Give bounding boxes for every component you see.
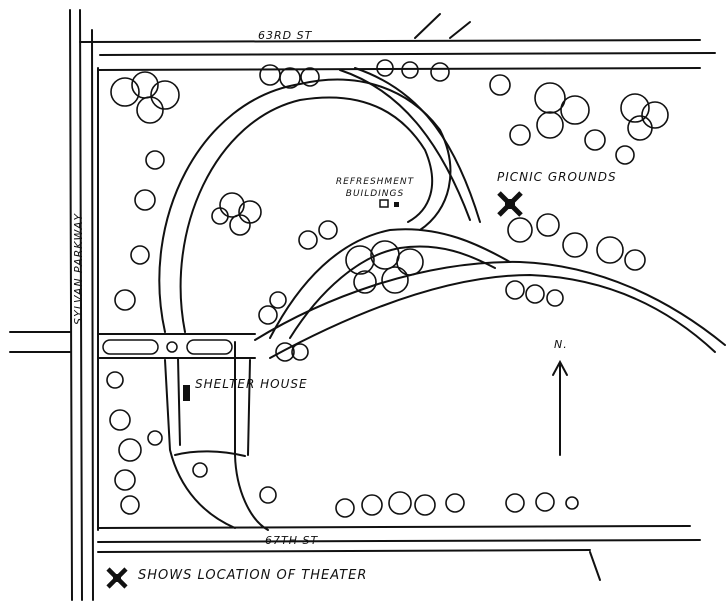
legend-text: SHOWS LOCATION OF THEATER xyxy=(138,568,368,583)
tree-cluster xyxy=(110,71,180,124)
street-parkway xyxy=(69,9,99,601)
tree-cluster xyxy=(489,74,590,139)
tree-cluster xyxy=(258,220,338,325)
tree-cluster xyxy=(505,280,564,307)
park-paths xyxy=(158,67,726,531)
tree-clusters xyxy=(106,59,669,518)
buildings xyxy=(183,199,399,401)
street-label-67th: 67TH ST xyxy=(265,534,319,547)
tree-cluster xyxy=(507,213,646,271)
tree-cluster xyxy=(345,240,424,294)
street-cross xyxy=(9,331,256,359)
legend-theater-icon xyxy=(106,567,128,589)
shelter-house-building xyxy=(183,385,190,401)
street-label-parkway: SYLVAN PARKWAY xyxy=(72,212,85,325)
label-picnic-grounds: PICNIC GROUNDS xyxy=(497,170,617,184)
hedges xyxy=(102,339,233,355)
tree-cluster xyxy=(259,486,465,518)
tree-cluster xyxy=(211,192,262,236)
label-refreshment-buildings: REFRESHMENT BUILDINGS xyxy=(325,176,425,200)
street-67th xyxy=(97,525,701,581)
tree-cluster xyxy=(509,124,635,165)
label-shelter-house: SHELTER HOUSE xyxy=(195,377,308,391)
tree-cluster xyxy=(147,430,208,478)
refreshment-building xyxy=(379,199,389,208)
tree-cluster xyxy=(114,150,165,311)
theater-marker-icon xyxy=(497,191,523,217)
label-refreshment-line1: REFRESHMENT xyxy=(335,177,415,187)
tree-cluster xyxy=(505,492,579,513)
tree-cluster xyxy=(275,342,309,362)
label-refreshment-line2: BUILDINGS xyxy=(345,189,405,199)
refreshment-building xyxy=(394,202,399,207)
tree-cluster xyxy=(620,93,669,141)
tree-cluster xyxy=(376,59,450,82)
tree-cluster xyxy=(259,64,320,89)
street-63rd xyxy=(79,13,716,71)
tree-cluster xyxy=(106,371,142,515)
street-label-63rd: 63RD ST xyxy=(258,29,313,42)
label-north-arrow: N. xyxy=(554,338,568,351)
north-arrow-line xyxy=(552,359,568,456)
